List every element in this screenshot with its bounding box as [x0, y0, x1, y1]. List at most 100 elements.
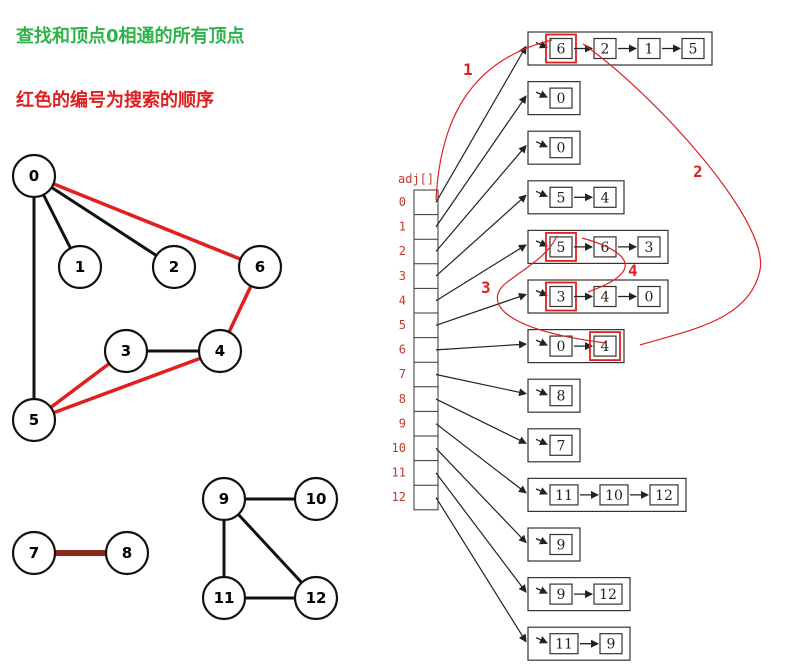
adj-cell-10-0: 9	[549, 533, 573, 556]
order-label-4: 4	[628, 261, 638, 280]
adj-cell-value: 1	[645, 42, 654, 58]
adj-cell-11-0: 9	[549, 583, 573, 605]
adj-list-9: 11 10 12	[527, 477, 687, 512]
adj-cell-12-0: 11	[549, 633, 579, 655]
array-pointer-6	[435, 340, 527, 351]
array-pointer-0	[435, 45, 527, 203]
adj-index-12: 12	[392, 490, 406, 504]
adj-cell-value: 9	[557, 538, 566, 554]
adj-cell-value: 9	[557, 587, 566, 603]
array-pointer-3	[435, 194, 527, 277]
adj-cell-value: 3	[557, 290, 566, 306]
graph-node-0: 0	[11, 153, 57, 199]
graph-node-label: 3	[121, 342, 131, 360]
graph-node-label: 11	[214, 589, 235, 607]
array-pointer-9	[435, 423, 527, 494]
adj-cell-7-0: 8	[549, 385, 573, 407]
adj-cell-value: 11	[555, 637, 573, 653]
order-curve-2	[582, 43, 762, 346]
adj-cell-4-1: 6	[593, 236, 617, 258]
graph-node-3: 3	[103, 328, 149, 374]
adj-cell-9-1: 10	[599, 484, 629, 506]
edge-9-12	[222, 497, 318, 600]
order-label-1: 1	[463, 60, 473, 79]
adj-cell-6-0: 0	[549, 335, 573, 357]
adj-cell-0-2: 1	[637, 37, 661, 60]
adj-list-1: 0	[527, 80, 581, 116]
adj-cell-value: 3	[645, 240, 654, 256]
edge-0-2	[33, 174, 175, 269]
adj-array	[413, 189, 439, 511]
adj-cell-value: 7	[557, 438, 566, 454]
adj-index-7: 7	[399, 367, 406, 381]
adj-cell-9-0: 11	[549, 484, 579, 506]
graph-node-8: 8	[104, 530, 150, 576]
adj-cell-value: 11	[555, 488, 573, 504]
order-label-2: 2	[693, 162, 703, 181]
graph-node-label: 2	[169, 258, 179, 276]
adj-cell-6-1: 4	[589, 331, 621, 362]
array-pointer-10	[435, 447, 527, 544]
adj-cell-0-0: 6	[545, 33, 577, 64]
array-pointer-1	[435, 95, 527, 228]
adj-cell-3-0: 5	[549, 186, 573, 208]
adj-cell-value: 4	[601, 290, 610, 306]
edge-0-6	[33, 174, 261, 269]
adj-cell-value: 12	[655, 488, 673, 504]
graph-node-1: 1	[57, 244, 103, 290]
adj-index-8: 8	[399, 392, 406, 406]
array-pointer-2	[435, 144, 527, 252]
adj-cell-3-1: 4	[593, 186, 617, 208]
graph-node-12: 12	[293, 575, 339, 621]
adj-index-11: 11	[392, 466, 406, 480]
order-curve-4	[581, 237, 626, 293]
adj-index-1: 1	[399, 220, 406, 234]
title-search-order: 红色的编号为搜索的顺序	[16, 90, 214, 111]
adj-cell-value: 6	[557, 42, 566, 58]
highlight-box	[589, 331, 621, 362]
title-find-connected: 查找和顶点0相通的所有顶点	[16, 26, 245, 47]
adj-cell-11-1: 12	[593, 583, 623, 605]
graph-edges	[32, 174, 318, 600]
graph-node-label: 5	[29, 411, 39, 429]
adj-index-5: 5	[399, 318, 406, 332]
graph-node-5: 5	[11, 397, 57, 443]
graph-node-label: 12	[306, 589, 327, 607]
graph-node-11: 11	[201, 575, 247, 621]
adj-cell-8-0: 7	[549, 434, 573, 456]
adj-index-9: 9	[399, 416, 406, 430]
adj-cell-value: 4	[601, 190, 610, 206]
adj-cell-value: 2	[601, 42, 610, 58]
adj-cell-4-2: 3	[637, 236, 661, 258]
graph-node-label: 9	[219, 490, 229, 508]
adj-index-3: 3	[399, 269, 406, 283]
adj-index-10: 10	[392, 441, 406, 455]
adj-index-0: 0	[399, 195, 406, 209]
array-pointer-7	[435, 373, 527, 397]
adj-index-2: 2	[399, 244, 406, 258]
adj-cell-2-0: 0	[549, 137, 573, 159]
adj-cell-5-0: 3	[545, 281, 577, 312]
adj-array-label: adj[]	[398, 172, 434, 186]
adj-cell-value: 5	[689, 42, 698, 58]
graph-node-label: 0	[29, 167, 39, 185]
graph-node-label: 1	[75, 258, 85, 276]
adj-list-7: 8	[527, 378, 581, 413]
graph-node-6: 6	[237, 244, 283, 290]
graph-node-label: 10	[306, 490, 327, 508]
adj-cell-value: 10	[605, 488, 623, 504]
adj-cell-1-0: 0	[549, 87, 573, 109]
adj-list-11: 9 12	[527, 576, 631, 612]
order-label-3: 3	[481, 278, 491, 297]
adj-cell-value: 0	[557, 141, 566, 157]
adj-cell-5-1: 4	[593, 285, 617, 308]
array-pointer-4	[435, 244, 527, 302]
graph-node-label: 4	[215, 342, 225, 360]
